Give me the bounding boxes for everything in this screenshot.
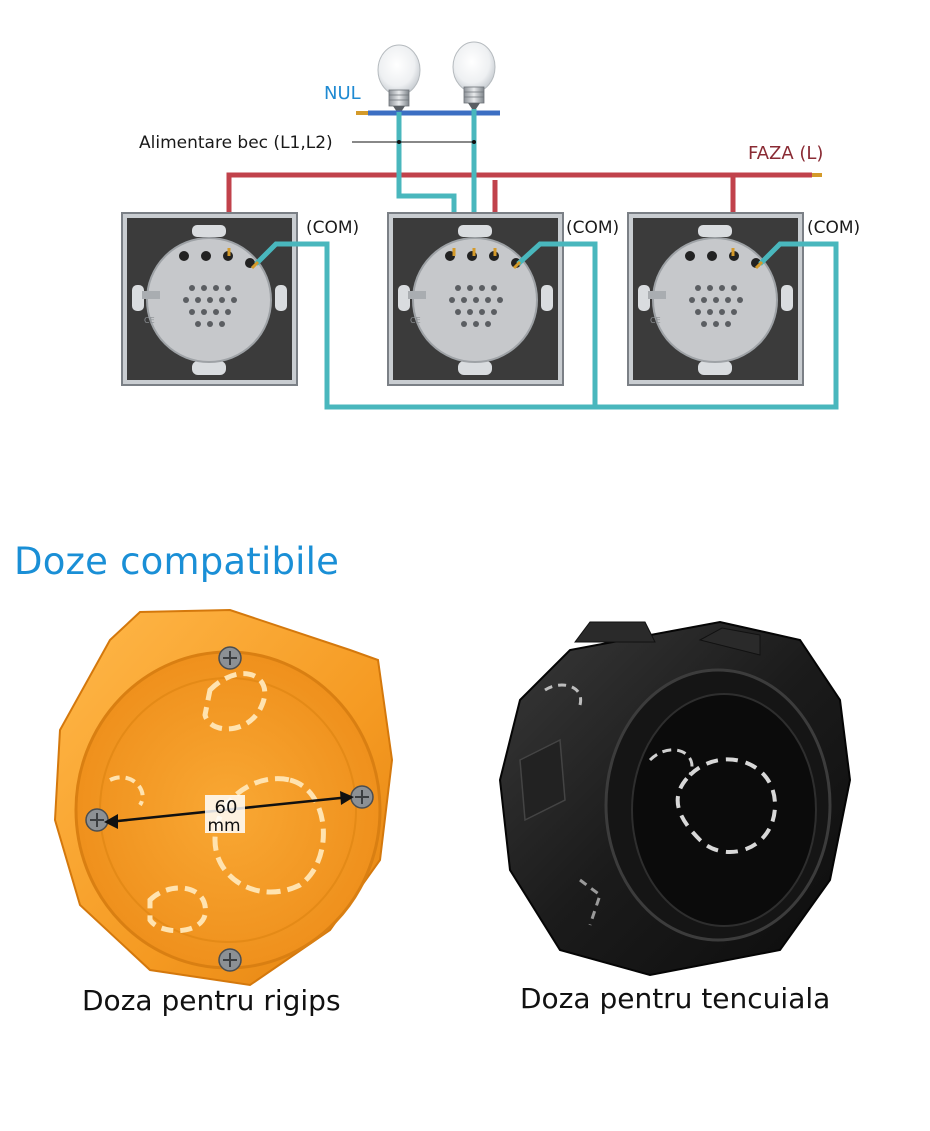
light-bulb-2-icon bbox=[452, 41, 496, 109]
black-surface-box-icon bbox=[498, 620, 852, 977]
phase-label: FAZA (L) bbox=[748, 143, 823, 164]
com-label-3: (COM) bbox=[807, 218, 860, 238]
switch-unit-2 bbox=[387, 212, 564, 386]
screw-top-icon bbox=[218, 646, 242, 670]
rigips-box-caption: Doza pentru rigips bbox=[82, 984, 341, 1017]
com-wire bbox=[254, 241, 839, 410]
light-bulb-1-icon bbox=[377, 44, 421, 112]
section-title: Doze compatibile bbox=[14, 540, 340, 583]
screw-bottom-icon bbox=[218, 948, 242, 972]
switch-unit-3 bbox=[627, 212, 804, 386]
orange-flush-box-icon: 60 mm bbox=[53, 608, 394, 987]
com-label-1: (COM) bbox=[306, 218, 359, 238]
dimension-unit: mm bbox=[207, 816, 240, 836]
screw-right-icon bbox=[350, 785, 374, 809]
dimension-arrow bbox=[104, 791, 354, 833]
switch-unit-1 bbox=[121, 212, 298, 386]
bulb-supply-label: Alimentare bec (L1,L2) bbox=[139, 133, 333, 153]
tencuiala-box-caption: Doza pentru tencuiala bbox=[520, 982, 831, 1015]
screw-left-icon bbox=[85, 808, 109, 832]
com-label-2: (COM) bbox=[566, 218, 619, 238]
neutral-label: NUL bbox=[324, 83, 361, 104]
dimension-value: 60 bbox=[215, 797, 238, 818]
